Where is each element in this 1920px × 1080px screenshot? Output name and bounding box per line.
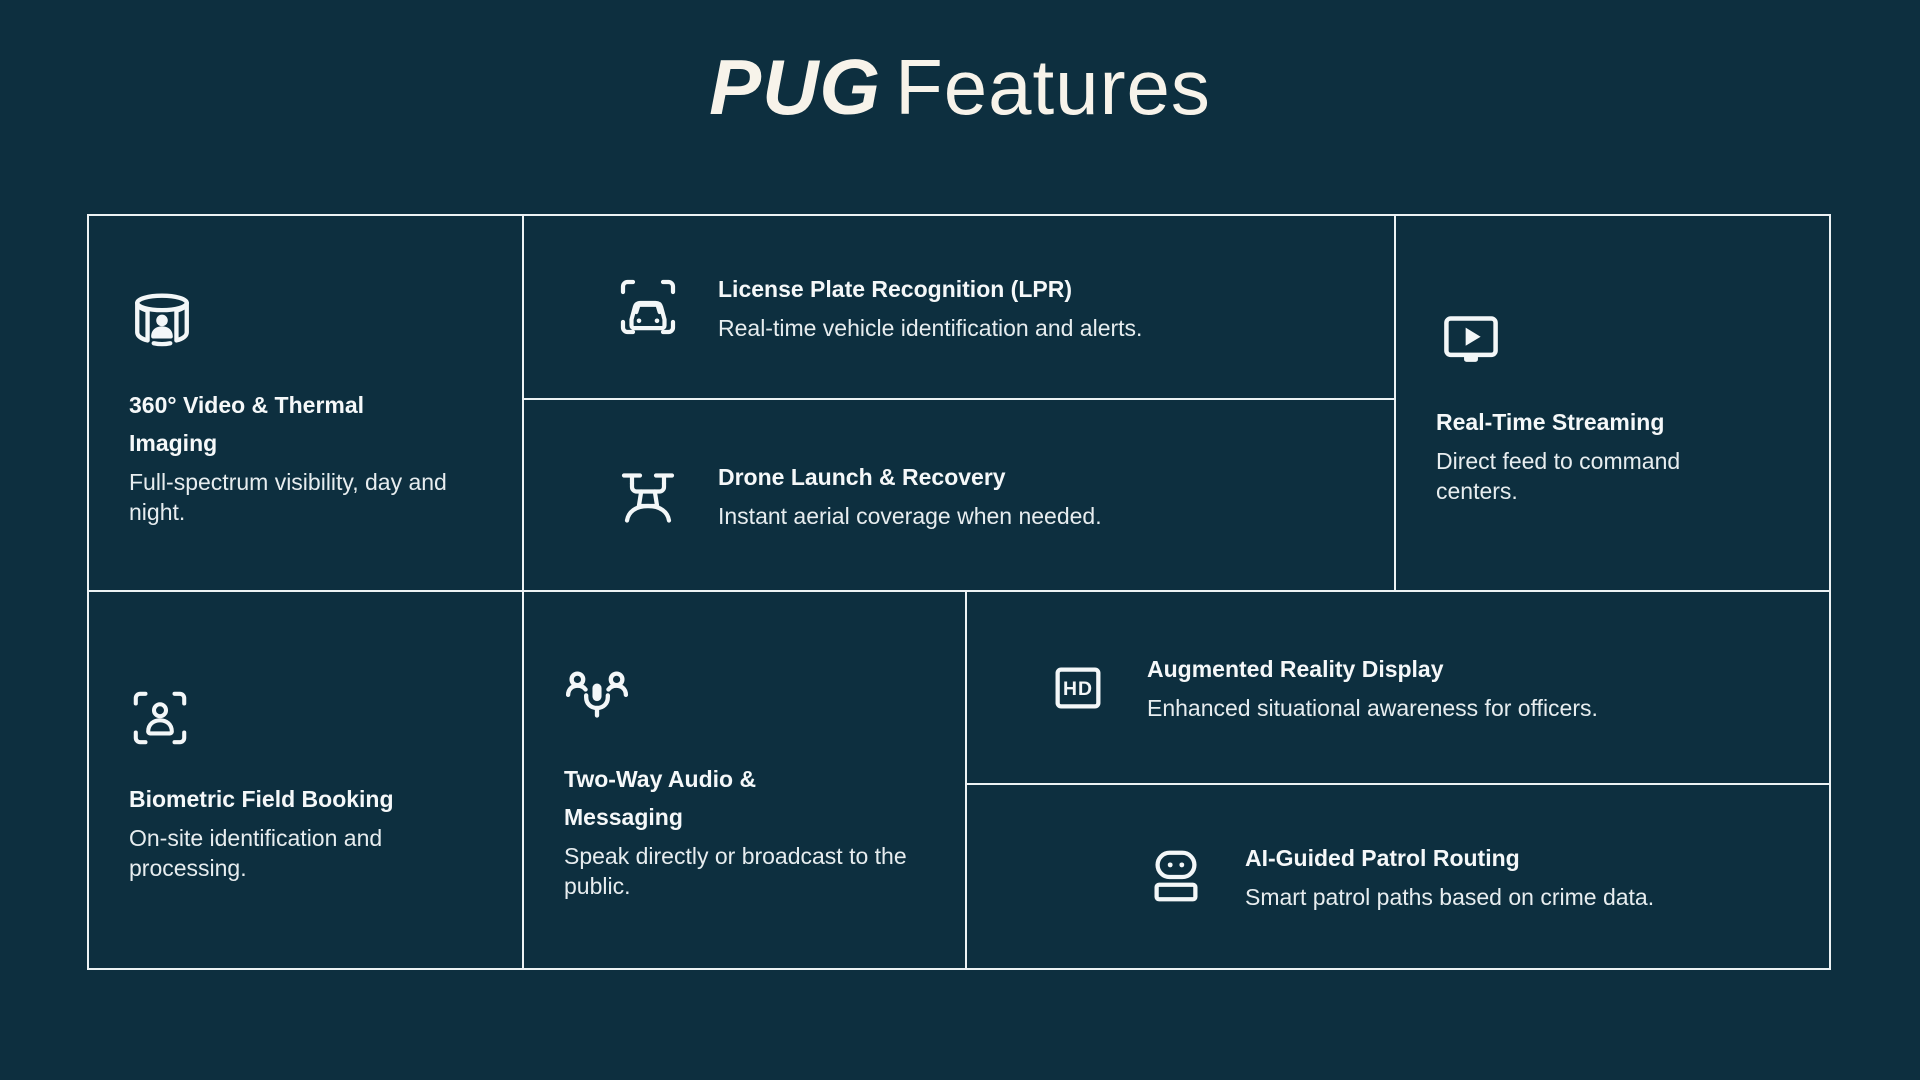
card-ai-guided-patrol-routing: AI-Guided Patrol Routing Smart patrol pa… (967, 785, 1829, 968)
card-two-way-audio-messaging: Two-Way Audio & Messaging Speak directly… (524, 592, 967, 968)
page-title-brand: PUG (709, 43, 882, 131)
card-description: Direct feed to command centers. (1436, 447, 1681, 504)
card-augmented-reality-display: HD Augmented Reality Display Enhanced si… (967, 592, 1829, 785)
features-grid: 360° Video & Thermal Imaging Full-spectr… (87, 214, 1831, 970)
card-title: 360° Video & Thermal Imaging (129, 391, 365, 456)
features-grid-right-column: HD Augmented Reality Display Enhanced si… (967, 592, 1829, 968)
card-description: Instant aerial coverage when needed. (718, 502, 1102, 529)
card-description: Real-time vehicle identification and ale… (718, 314, 1143, 341)
card-description: Smart patrol paths based on crime data. (1245, 884, 1655, 911)
features-grid-top-row: 360° Video & Thermal Imaging Full-spectr… (89, 216, 1829, 592)
card-description: Enhanced situational awareness for offic… (1147, 695, 1598, 722)
card-title: Biometric Field Booking (129, 785, 394, 812)
page-title-suffix: Features (895, 43, 1211, 131)
card-license-plate-recognition: License Plate Recognition (LPR) Real-tim… (524, 216, 1394, 400)
card-360-video-thermal: 360° Video & Thermal Imaging Full-spectr… (89, 216, 524, 590)
card-title: License Plate Recognition (LPR) (718, 275, 1072, 302)
face-scan-icon (129, 687, 482, 749)
hd-badge-label: HD (1063, 677, 1093, 699)
panorama-person-icon (129, 289, 482, 355)
card-description: Speak directly or broadcast to the publi… (564, 842, 907, 899)
features-grid-middle-column: License Plate Recognition (LPR) Real-tim… (524, 216, 1396, 590)
hd-badge-icon: HD (1047, 657, 1109, 719)
people-microphone-icon (564, 669, 925, 729)
robot-icon (1145, 844, 1207, 910)
card-title: Augmented Reality Display (1147, 656, 1444, 683)
card-title: Drone Launch & Recovery (718, 463, 1006, 490)
card-description: On-site identification and processing. (129, 824, 383, 881)
card-real-time-streaming: Real-Time Streaming Direct feed to comma… (1396, 216, 1829, 590)
card-title: AI-Guided Patrol Routing (1245, 845, 1520, 872)
card-title: Real-Time Streaming (1436, 408, 1665, 435)
card-drone-launch-recovery: Drone Launch & Recovery Instant aerial c… (524, 400, 1394, 590)
card-title: Two-Way Audio & Messaging (564, 765, 757, 830)
features-grid-bottom-row: Biometric Field Booking On-site identifi… (89, 592, 1829, 968)
card-biometric-field-booking: Biometric Field Booking On-site identifi… (89, 592, 524, 968)
monitor-play-icon (1436, 310, 1789, 372)
car-scan-icon (616, 275, 680, 339)
drone-icon (616, 463, 680, 527)
card-description: Full-spectrum visibility, day and night. (129, 468, 447, 525)
